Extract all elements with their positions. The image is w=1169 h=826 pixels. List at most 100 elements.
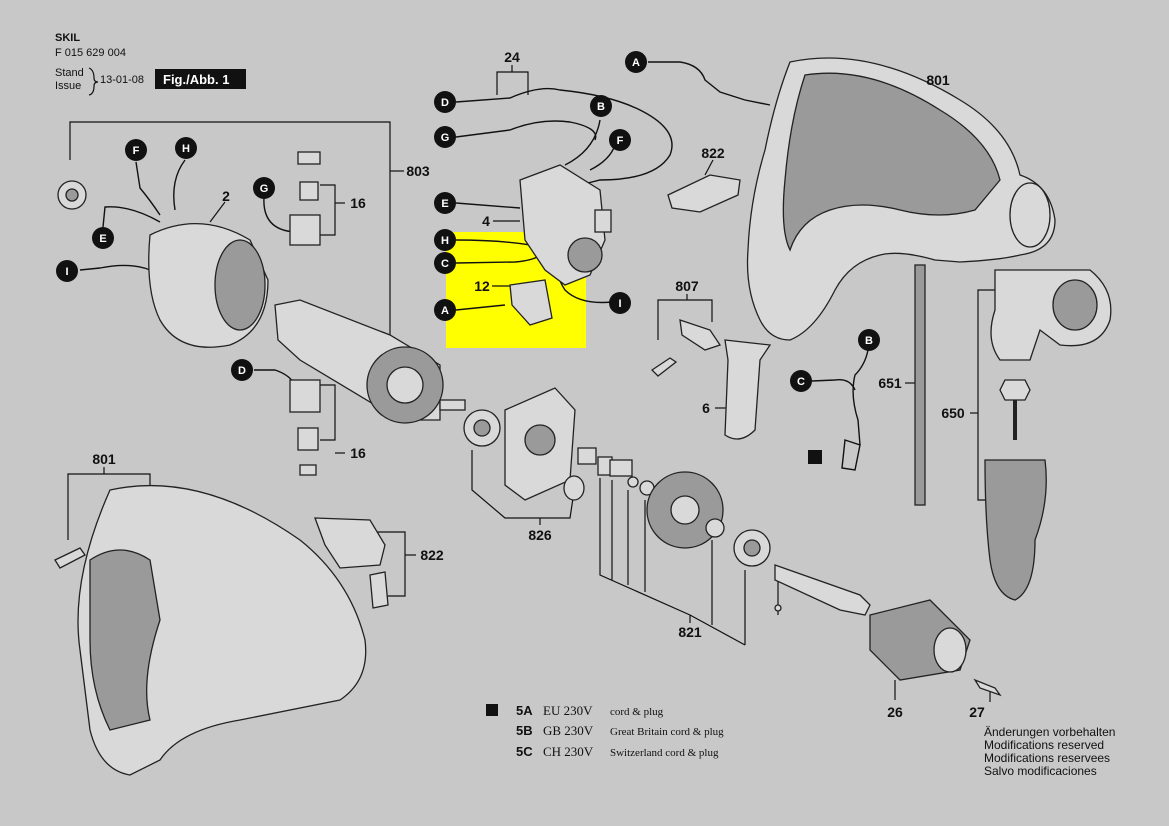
spindle-parts-821 [597, 456, 871, 616]
modifications-note: Änderungen vorbehalten Modifications res… [984, 725, 1115, 778]
cord-5 [808, 439, 861, 471]
label-6: 6 [702, 400, 710, 416]
svg-text:G: G [441, 132, 450, 144]
label-807: 807 [675, 278, 699, 294]
svg-text:D: D [441, 97, 449, 109]
spring-821-b [609, 459, 633, 477]
issue-label: Issue [55, 80, 81, 92]
switch-cover-822-top-shape [667, 174, 741, 213]
svg-text:F: F [133, 145, 140, 157]
legend-row-1: 5B GB 230V Great Britain cord & plug [516, 723, 724, 738]
brush-holders-16-top [289, 151, 321, 246]
badge-G-left: G [253, 177, 275, 199]
cord-marker-square [808, 450, 822, 464]
label-16-top: 16 [350, 195, 366, 211]
label-24: 24 [504, 49, 520, 65]
fig-label-box [155, 69, 246, 89]
leader-821 [599, 478, 779, 646]
badge-C-top: C [434, 252, 456, 274]
legend-desc: cord & plug [610, 706, 664, 718]
bearing-left-inner [65, 188, 79, 202]
fig-label: Fig./Abb. 1 [163, 72, 229, 87]
housing-801-top [746, 57, 1056, 341]
ring-821-a [627, 476, 639, 488]
modification-line-en: Modifications reserved [984, 738, 1104, 752]
badge-H-top: H [434, 229, 456, 251]
label-822-bot: 822 [420, 547, 444, 563]
wire-B [564, 119, 601, 166]
washer-826 [563, 475, 585, 501]
handle-clamp-hole [1052, 279, 1098, 331]
screw-801-bottom [54, 547, 86, 569]
wire-C-right [811, 379, 856, 391]
legend-row-2: 5C CH 230V Switzerland cord & plug [516, 744, 719, 759]
label-826: 826 [528, 527, 552, 543]
badge-C-right: C [790, 370, 812, 392]
svg-text:D: D [238, 365, 246, 377]
svg-text:A: A [441, 305, 449, 317]
gear-821-hub [670, 495, 700, 525]
armature-fan-hub [386, 366, 424, 404]
svg-text:G: G [260, 183, 269, 195]
chuck-26 [869, 599, 971, 681]
wire-E-left [102, 206, 161, 228]
brush-top-c [289, 214, 321, 246]
svg-text:C: C [441, 258, 449, 270]
badge-E-left: E [92, 227, 114, 249]
handle-grip [984, 459, 1047, 601]
wire-A-top [648, 61, 771, 106]
capacitor-shape [509, 279, 553, 326]
label-4: 4 [482, 213, 490, 229]
label-801-top: 801 [926, 72, 950, 88]
chuck-jaw [933, 627, 967, 673]
badge-G-top: G [434, 126, 456, 148]
screw-807 [650, 357, 678, 377]
leader-24 [496, 71, 529, 95]
depth-rod-651 [914, 264, 926, 506]
svg-text:H: H [441, 235, 449, 247]
gear-housing-826 [463, 387, 597, 501]
cord-sleeve [841, 439, 861, 471]
ball-821 [774, 604, 782, 612]
brush-bot-b [297, 427, 319, 451]
label-651: 651 [878, 375, 902, 391]
badge-B-top: B [590, 95, 612, 117]
brush-top-b [299, 181, 319, 201]
brush-bot-c [299, 464, 317, 476]
stator-bore [214, 239, 266, 331]
svg-text:I: I [618, 298, 621, 310]
switch-cover-822-top [667, 174, 741, 213]
bearing-left [57, 180, 87, 210]
wire-F-left [135, 161, 161, 216]
svg-text:A: A [632, 57, 640, 69]
label-821: 821 [678, 624, 702, 640]
badge-H-left: H [175, 137, 197, 159]
leader-822-top [704, 159, 714, 176]
circlip-821 [705, 518, 725, 538]
svg-text:B: B [597, 101, 605, 113]
wires [79, 61, 869, 446]
aux-handle-6 [724, 339, 772, 440]
wire-H-left [173, 159, 186, 211]
badge-F-top: F [609, 129, 631, 151]
legend-voltage: EU 230V [543, 703, 593, 718]
leader-16-bot [320, 384, 336, 441]
badge-D-left: D [231, 359, 253, 381]
aux-handle-6-shape [724, 339, 772, 440]
modification-line-es: Salvo modificaciones [984, 764, 1097, 778]
wire-D-left [254, 369, 296, 386]
wire-G [455, 120, 597, 141]
wire-A [455, 304, 506, 311]
label-822-top: 822 [701, 145, 725, 161]
housing-801-bottom-grip [89, 549, 161, 731]
housing-801-top-nose [1009, 182, 1051, 248]
switch-4 [519, 164, 612, 286]
badge-D-top: D [434, 91, 456, 113]
cord-legend: 5A EU 230V cord & plug 5B GB 230V Great … [486, 703, 724, 759]
switch-trigger [567, 237, 603, 273]
cover-822-bottom-shape [314, 517, 386, 569]
housing-801-bottom [54, 484, 367, 776]
switch-button [594, 209, 612, 233]
